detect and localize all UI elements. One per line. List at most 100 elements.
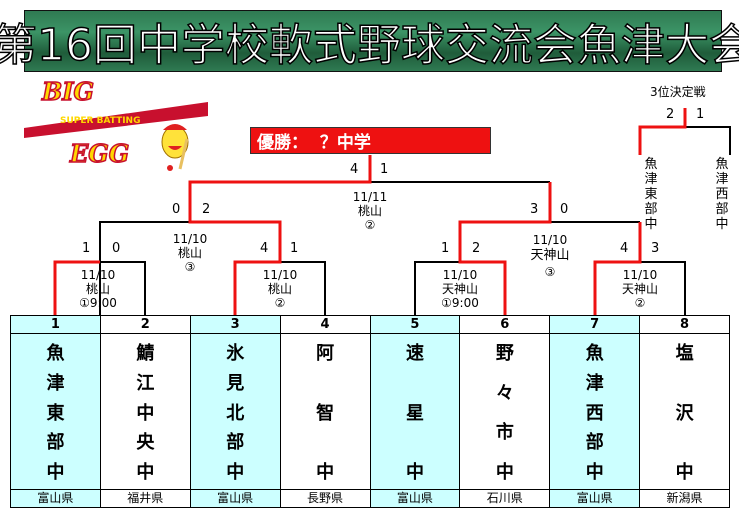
r1m2-court: ② <box>274 296 286 310</box>
final-info: 11/11 桃山 ② <box>340 190 400 232</box>
r1m1-score-right: 0 <box>112 241 121 256</box>
team-name-char: 中 <box>405 462 424 483</box>
team-name-char: 阿 <box>316 343 335 364</box>
team-name-char: 北 <box>226 402 245 424</box>
team-name-char: 部 <box>585 432 604 454</box>
team-name-char: 部 <box>226 432 245 454</box>
champion-banner: 優勝： ？中学 <box>250 127 491 154</box>
team-prefecture: 新潟県 <box>639 489 730 508</box>
r1m3-court: ①9:00 <box>441 296 479 310</box>
semi1-venue: 桃山 <box>177 246 202 260</box>
final-venue: 桃山 <box>357 204 382 218</box>
r1m3-score-right: 2 <box>472 241 481 256</box>
team-name-char: 塩 <box>675 343 694 364</box>
win-line <box>188 155 372 316</box>
r1m1-date: 11/10 <box>80 268 116 282</box>
third-team-char: 東 <box>644 187 658 202</box>
team-number: 2 <box>99 315 191 334</box>
team-prefecture: 福井県 <box>99 489 191 508</box>
third-team-char: 部 <box>644 202 658 217</box>
team-name-char: 智 <box>316 402 335 424</box>
logo-line2: SUPER BATTING <box>60 116 140 126</box>
team-name-char: 中 <box>585 462 604 483</box>
team-name-char: 中 <box>226 462 245 483</box>
team-prefecture: 富山県 <box>549 489 641 508</box>
third-team-char: 魚 <box>715 157 729 172</box>
team-name-cell: 塩沢中 <box>639 333 730 490</box>
third-team-right: 魚津西部中 <box>714 157 730 232</box>
team-name-char: 中 <box>136 462 155 483</box>
r1m2-venue: 桃山 <box>267 282 292 296</box>
r1m3-info: 11/10 天神山 ①9:00 <box>427 268 493 310</box>
final-score-right: 1 <box>380 162 389 177</box>
semi2-score-left: 3 <box>530 202 539 217</box>
line <box>99 261 146 316</box>
team-name-char: 津 <box>585 372 604 394</box>
team-name-char: 中 <box>675 462 694 483</box>
big-egg-logo: BIG SUPER BATTING EGG <box>24 76 208 171</box>
team-name-char: 見 <box>226 372 245 394</box>
team-prefecture: 長野県 <box>279 489 371 508</box>
team-number: 6 <box>459 315 551 334</box>
semi2-info: 11/10 天神山 ③ <box>520 232 580 280</box>
team-number: 7 <box>549 315 641 334</box>
line <box>640 261 686 316</box>
r1m2-score-left: 4 <box>260 241 269 256</box>
team-number: 5 <box>369 315 461 334</box>
team-name-char: 星 <box>405 402 424 424</box>
final-date: 11/11 <box>352 190 388 204</box>
team-name-char: 魚 <box>46 343 65 364</box>
champion-label: 優勝： <box>257 133 308 153</box>
r1m4-score-left: 4 <box>620 241 629 256</box>
champion-value: ？中学 <box>319 133 371 153</box>
win-line <box>53 260 100 316</box>
logo-line1: BIG <box>41 77 94 106</box>
page-title: 第16回中学校軟式野球交流会魚津大会 <box>0 19 739 72</box>
team-name-char: 速 <box>405 343 424 364</box>
team-name-char: 央 <box>136 432 155 454</box>
team-number: 4 <box>279 315 371 334</box>
team-number: 1 <box>10 315 101 334</box>
team-name-cell: 魚津東部中 <box>10 333 101 490</box>
team-prefecture: 富山県 <box>10 489 101 508</box>
win-line <box>638 108 687 155</box>
team-name-cell: 鯖江中央中 <box>99 333 191 490</box>
team-name-char: 沢 <box>675 402 694 424</box>
semi1-court: ③ <box>184 260 196 274</box>
team-name-char: 中 <box>46 462 65 483</box>
final-court: ② <box>364 218 376 232</box>
team-name-char: 鯖 <box>136 343 155 364</box>
win-line <box>593 222 642 316</box>
third-team-char: 中 <box>715 217 729 232</box>
mascot-icon <box>161 124 189 171</box>
team-name-char: 東 <box>46 402 65 424</box>
r1m4-court: ② <box>634 296 646 310</box>
team-name-cell: 野々市中 <box>459 333 551 490</box>
semi1-score-right: 2 <box>202 202 211 217</box>
team-name-char: 魚 <box>585 343 604 364</box>
semi2-date: 11/10 <box>532 233 568 247</box>
line <box>99 221 190 262</box>
team-prefecture: 富山県 <box>369 489 461 508</box>
team-name-cell: 魚津西部中 <box>549 333 641 490</box>
title-banner: 第16回中学校軟式野球交流会魚津大会 <box>0 10 739 72</box>
team-name-char: 市 <box>495 422 514 444</box>
third-score-left: 2 <box>666 107 675 122</box>
team-name-cell: 氷見北部中 <box>189 333 281 490</box>
semi1-info: 11/10 桃山 ③ <box>160 232 220 274</box>
team-name-cell: 阿智中 <box>279 333 371 490</box>
team-name-char: 津 <box>46 372 65 394</box>
r1m2-date: 11/10 <box>262 268 298 282</box>
third-team-char: 津 <box>715 172 729 187</box>
line <box>414 261 460 316</box>
team-prefecture: 石川県 <box>459 489 551 508</box>
third-team-char: 部 <box>715 202 729 217</box>
r1m1-score-left: 1 <box>82 241 91 256</box>
semi2-venue: 天神山 <box>530 248 570 263</box>
r1m3-score-left: 1 <box>441 241 450 256</box>
third-team-char: 魚 <box>644 157 658 172</box>
r1m2-score-right: 1 <box>290 241 299 256</box>
third-score-right: 1 <box>696 107 705 122</box>
team-name-char: 部 <box>46 432 65 454</box>
